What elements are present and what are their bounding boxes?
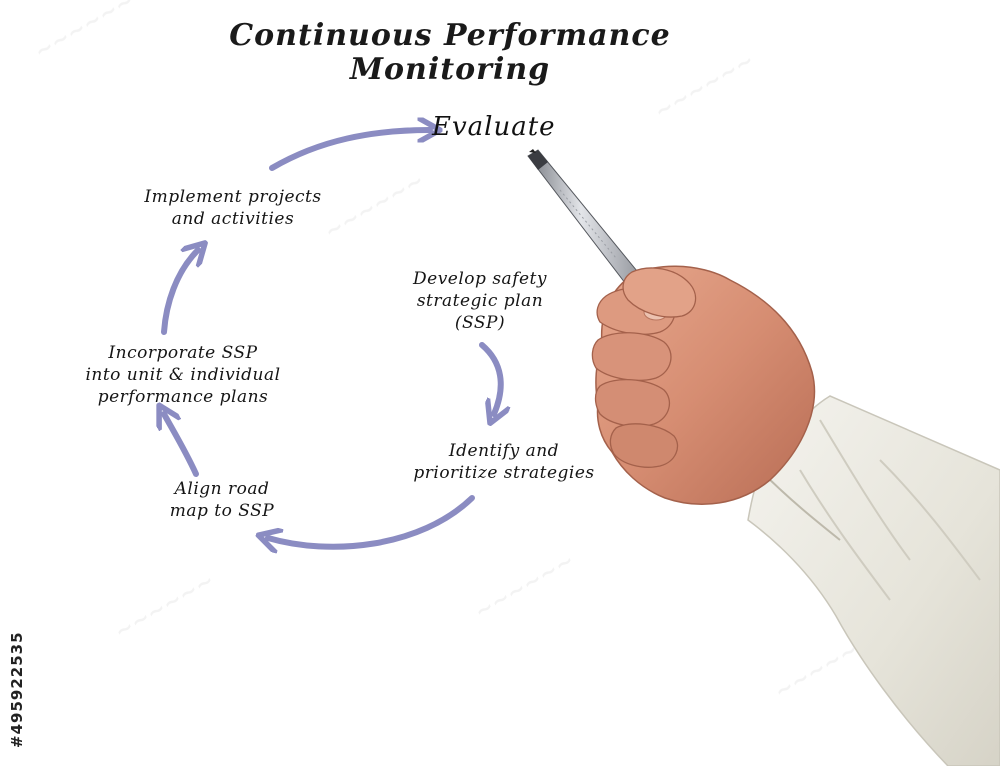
arrow-implement-to-evaluate (269, 130, 430, 171)
step-identify-line1: Identify and (448, 441, 560, 461)
step-align-road-map: Align road map to SSP (128, 478, 316, 522)
step-incorporate-line3: performance plans (97, 387, 269, 407)
arrow-incorporate-to-implement (161, 250, 198, 335)
step-incorporate-line2: into unit & individual (85, 365, 281, 385)
step-identify-strategies: Identify and prioritize strategies (362, 440, 646, 484)
diagram-title-line2: Monitoring (349, 52, 551, 87)
step-evaluate-label: Evaluate (432, 112, 556, 142)
step-develop-ssp: Develop safety strategic plan (SSP) (375, 268, 585, 334)
arrow-identify-to-align (268, 495, 475, 547)
step-incorporate-ssp: Incorporate SSP into unit & individual p… (22, 342, 344, 408)
step-develop-line2: strategic plan (416, 291, 544, 311)
step-implement-line1: Implement projects (144, 187, 322, 207)
step-align-line1: Align road (174, 479, 270, 499)
step-develop-line3: (SSP) (454, 313, 506, 333)
svg-text:~~~~~~: ~~~~~~ (111, 568, 219, 645)
arrow-develop-to-identify (479, 342, 501, 414)
step-develop-line1: Develop safety (413, 269, 547, 289)
svg-text:~~~~~~: ~~~~~~ (31, 0, 139, 65)
hand-with-pen-image (527, 149, 1000, 766)
svg-text:~~~~~~: ~~~~~~ (471, 548, 579, 625)
step-identify-line2: prioritize strategies (413, 463, 595, 483)
step-implement-line2: and activities (171, 209, 295, 229)
diagram-title-line1: Continuous Performance (229, 18, 671, 53)
step-incorporate-line1: Incorporate SSP (108, 343, 258, 363)
step-implement-projects: Implement projects and activities (98, 186, 368, 230)
stock-image-id: #495922535 (8, 631, 26, 748)
arrow-align-to-incorporate (164, 414, 199, 477)
step-align-line2: map to SSP (169, 501, 275, 521)
